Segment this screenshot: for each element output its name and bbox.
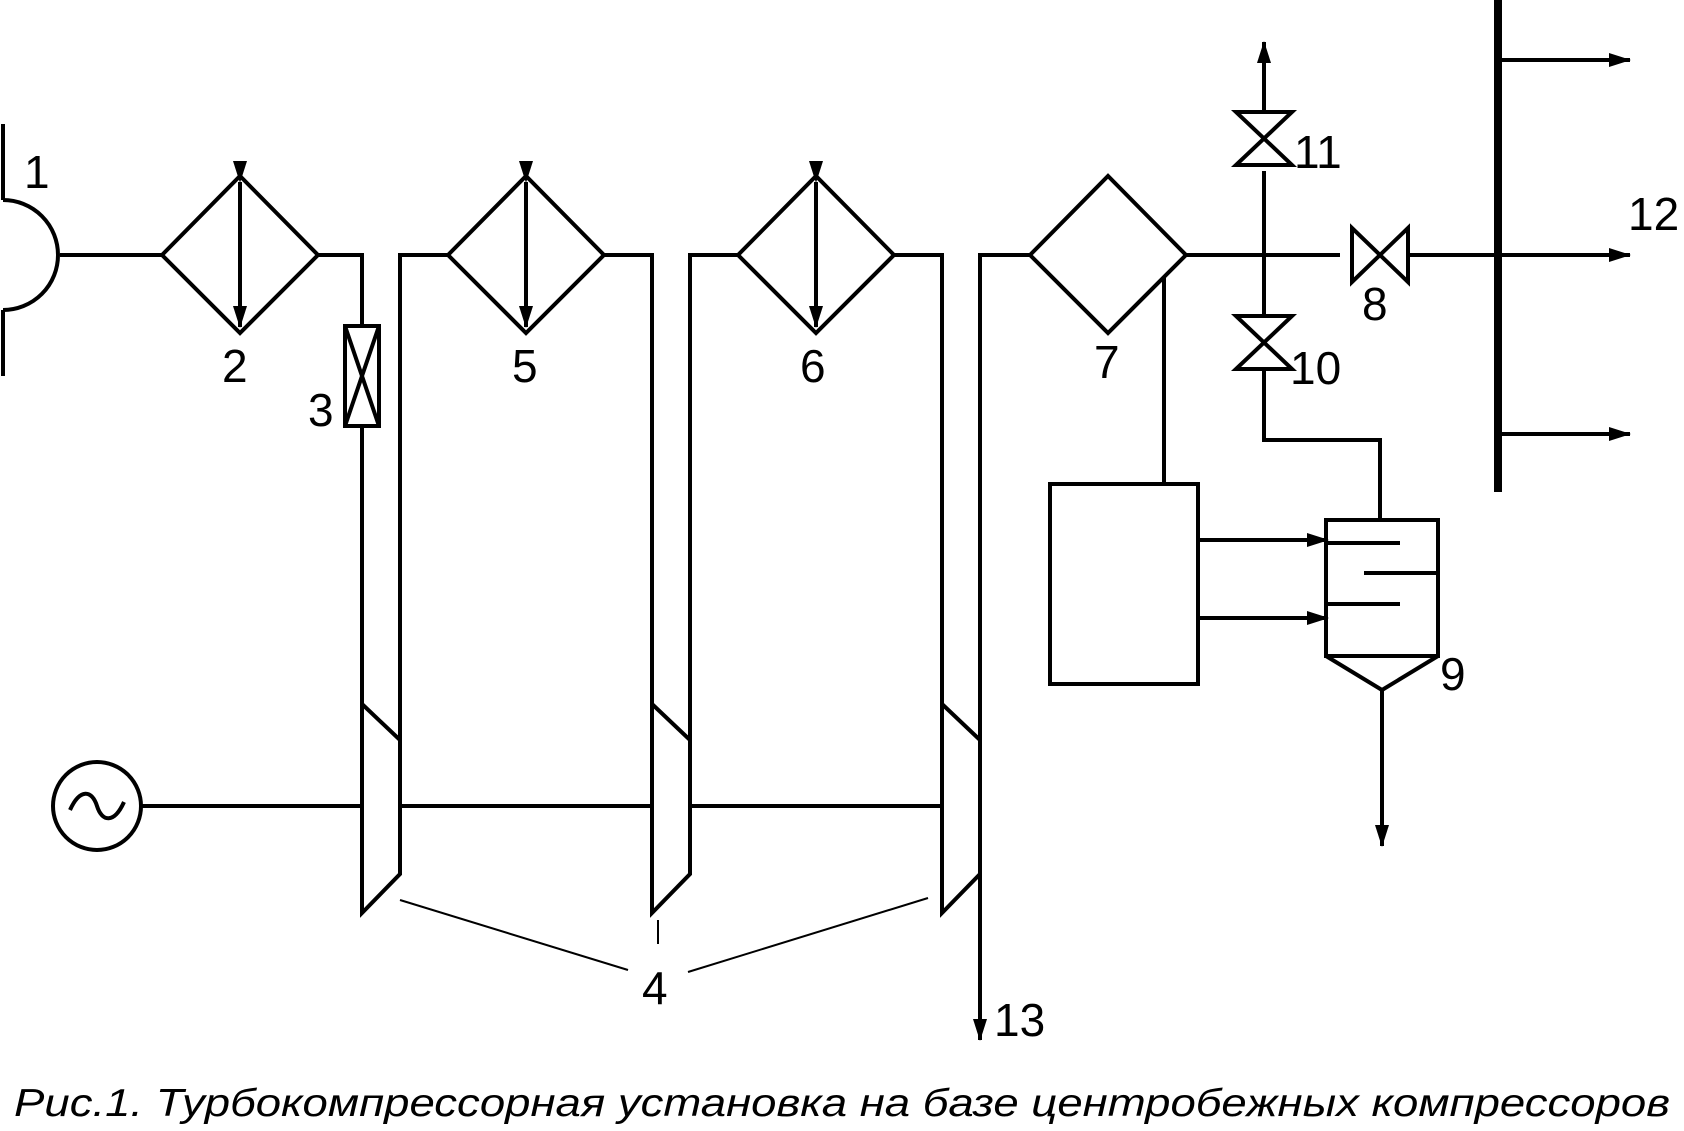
figure-caption: Рис.1. Турбокомпрессорная установка на б… <box>14 1082 1670 1125</box>
label-12: 12 <box>1628 188 1679 240</box>
label-7: 7 <box>1094 336 1120 388</box>
air-intake <box>1 124 162 376</box>
label-9: 9 <box>1440 648 1466 700</box>
label-8: 8 <box>1362 278 1388 330</box>
leader-lines-4 <box>399 897 929 973</box>
label-6: 6 <box>800 340 826 392</box>
receiver-9 <box>1324 518 1440 847</box>
header-12 <box>1494 0 1631 492</box>
label-4: 4 <box>642 962 668 1014</box>
label-10: 10 <box>1290 342 1341 394</box>
compressor-stage-1 <box>360 253 448 918</box>
cooler-2 <box>159 161 364 336</box>
inlet-valve-3 <box>343 324 381 704</box>
label-11: 11 <box>1294 126 1342 178</box>
valve-10 <box>1230 255 1382 520</box>
control-unit <box>1048 482 1329 686</box>
compressor-stage-3 <box>940 253 1030 918</box>
cooler-6 <box>735 161 944 704</box>
valve-8 <box>1350 223 1410 287</box>
label-3: 3 <box>308 384 334 436</box>
label-5: 5 <box>512 340 538 392</box>
compressor-stage-2 <box>650 253 738 918</box>
label-1: 1 <box>24 146 50 198</box>
label-13: 13 <box>994 994 1045 1046</box>
electric-motor <box>51 760 143 852</box>
valve-11 <box>1230 41 1298 255</box>
cooler-5 <box>445 161 654 704</box>
label-2: 2 <box>222 340 248 392</box>
